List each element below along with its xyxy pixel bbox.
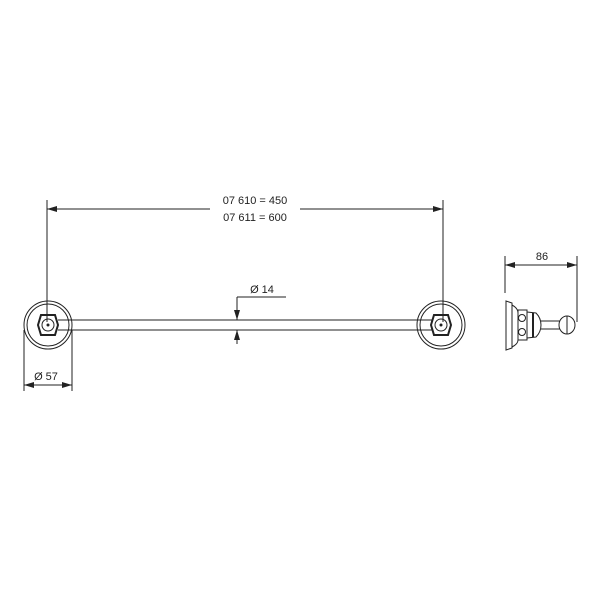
towel-bar-front-view [23, 300, 466, 350]
rosette-diameter-dimension [23, 330, 73, 391]
projection-label: 86 [536, 251, 548, 263]
towel-bar-side-view [504, 256, 578, 351]
bar-diameter-label: Ø 14 [250, 284, 274, 296]
length-dimension [46, 200, 444, 322]
bar-diameter-leader [234, 296, 286, 344]
rosette-diameter-label: Ø 57 [34, 371, 58, 383]
length-label-600: 07 611 = 600 [223, 212, 287, 224]
length-label-450: 07 610 = 450 [223, 195, 288, 207]
